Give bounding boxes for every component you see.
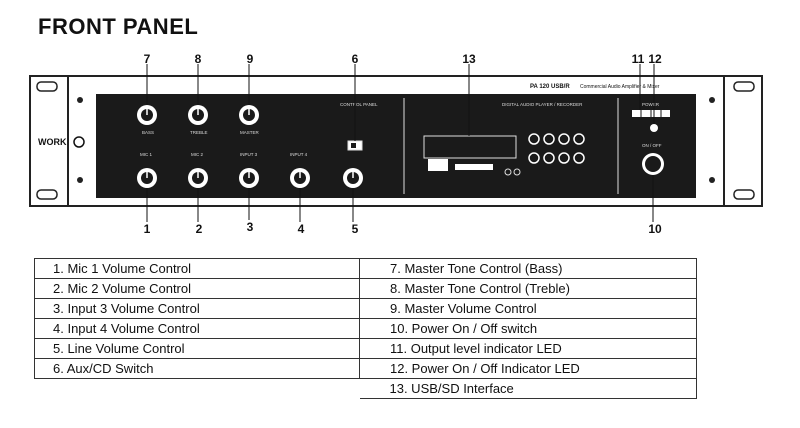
legend-item: 9. Master Volume Control <box>359 298 697 319</box>
callout-4: 4 <box>297 222 305 236</box>
callout-2: 2 <box>195 222 203 236</box>
callout-13: 13 <box>462 52 476 66</box>
legend-item: 2. Mic 2 Volume Control <box>34 278 360 299</box>
brand-logo-icon <box>73 136 85 148</box>
table-row: 4. Input 4 Volume Control 10. Power On /… <box>34 318 697 339</box>
legend-item: 6. Aux/CD Switch <box>34 358 360 379</box>
legend-empty-cell <box>35 379 360 399</box>
knob-label-input3: INPUT 3 <box>240 152 258 157</box>
legend-item: 11. Output level indicator LED <box>359 338 697 359</box>
mount-slot <box>733 81 755 92</box>
model-description: Commercial Audio Amplifier & Mixer <box>580 84 660 90</box>
screw <box>709 97 715 103</box>
screw <box>77 97 83 103</box>
input4-volume-knob[interactable] <box>290 168 310 188</box>
table-row: 6. Aux/CD Switch 12. Power On / Off Indi… <box>34 358 697 379</box>
callout-11: 11 <box>631 52 645 66</box>
screw <box>709 177 715 183</box>
table-row: 2. Mic 2 Volume Control 8. Master Tone C… <box>34 278 697 299</box>
master-knob[interactable] <box>239 105 259 125</box>
legend-item: 8. Master Tone Control (Treble) <box>359 278 697 299</box>
callout-6: 6 <box>351 52 359 66</box>
callout-5: 5 <box>351 222 359 236</box>
knob-label-master: MASTER <box>240 130 260 135</box>
screw <box>77 177 83 183</box>
legend-item: 5. Line Volume Control <box>34 338 360 359</box>
knob-label-bass: BASS <box>142 130 154 135</box>
mount-slot <box>36 189 58 200</box>
usb-port[interactable] <box>428 159 448 171</box>
rack-ear-left <box>29 75 69 207</box>
callout-9: 9 <box>246 52 254 66</box>
table-row: 3. Input 3 Volume Control 9. Master Volu… <box>34 298 697 319</box>
power-indicator-led <box>650 124 658 132</box>
table-row: 1. Mic 1 Volume Control 7. Master Tone C… <box>34 258 697 279</box>
sd-card-slot[interactable] <box>455 164 493 170</box>
usb-sd-slot[interactable] <box>423 135 517 159</box>
knob-label-input4: INPUT 4 <box>290 152 308 157</box>
callout-3: 3 <box>246 220 254 234</box>
knob-label-treble: TREBLE <box>190 130 208 135</box>
callout-12: 12 <box>648 52 662 66</box>
legend-item: 10. Power On / Off switch <box>359 318 697 339</box>
power-switch[interactable] <box>642 153 664 175</box>
legend-item: 4. Input 4 Volume Control <box>34 318 360 339</box>
switch-slider <box>351 143 356 148</box>
legend-item: 12. Power On / Off Indicator LED <box>359 358 697 379</box>
player-label: DIGITAL AUDIO PLAYER / RECORDER <box>502 102 583 107</box>
player-buttons[interactable] <box>528 133 585 164</box>
table-row: 13. USB/SD Interface <box>35 378 697 399</box>
callout-1: 1 <box>143 222 151 236</box>
control-panel-label: CONTROL PANEL <box>340 102 378 107</box>
callout-10: 10 <box>648 222 662 236</box>
front-panel-diagram: WORK PA 120 USB/R Commercial Audio Ampli… <box>29 64 763 222</box>
legend-item: 7. Master Tone Control (Bass) <box>359 258 697 279</box>
mount-slot <box>36 81 58 92</box>
model-label: PA 120 USB/R <box>530 84 570 90</box>
input3-volume-knob[interactable] <box>239 168 259 188</box>
mic1-volume-knob[interactable] <box>137 168 157 188</box>
legend-item: 1. Mic 1 Volume Control <box>34 258 360 279</box>
bass-knob[interactable] <box>137 105 157 125</box>
brand-label: WORK <box>38 137 67 147</box>
player-jack <box>504 168 512 176</box>
treble-knob[interactable] <box>188 105 208 125</box>
table-row: 5. Line Volume Control 11. Output level … <box>34 338 697 359</box>
legend-item: 3. Input 3 Volume Control <box>34 298 360 319</box>
legend-table: 1. Mic 1 Volume Control 7. Master Tone C… <box>34 258 697 399</box>
knob-label-mic2: MIC 2 <box>191 152 203 157</box>
mic2-volume-knob[interactable] <box>188 168 208 188</box>
page-title: FRONT PANEL <box>38 14 199 39</box>
knob-label-mic1: MIC 1 <box>140 152 152 157</box>
power-label: POWER <box>642 102 660 107</box>
mount-slot <box>733 189 755 200</box>
line-volume-knob[interactable] <box>343 168 363 188</box>
callout-8: 8 <box>194 52 202 66</box>
on-off-label: ON / OFF <box>642 143 662 148</box>
faceplate <box>96 94 696 198</box>
callout-7: 7 <box>143 52 151 66</box>
legend-item: 13. USB/SD Interface <box>359 378 697 399</box>
player-jack <box>513 168 521 176</box>
rack-ear-right <box>723 75 763 207</box>
